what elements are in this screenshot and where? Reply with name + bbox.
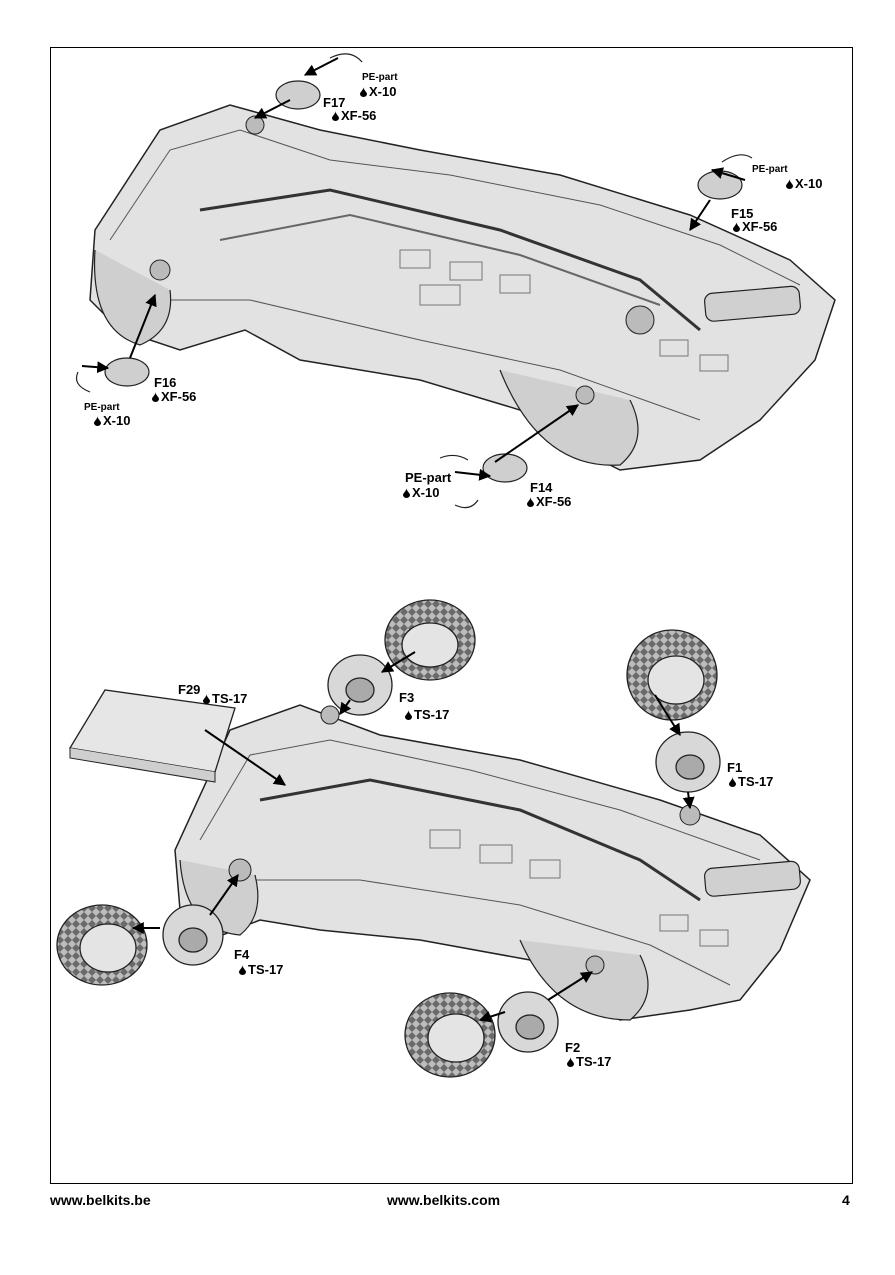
paint-drop-icon: [332, 111, 339, 121]
paint-drop-icon: [729, 777, 736, 787]
paint-drop-icon: [405, 710, 412, 720]
f15-part-label: F15: [731, 206, 754, 221]
paint-drop-icon: [567, 1057, 574, 1067]
f16-pe-label: PE-part: [84, 402, 120, 413]
skid-plate-edge: [69, 748, 216, 783]
f14-pe-paint: X-10: [403, 485, 439, 500]
f1-paint: TS-17: [729, 774, 773, 789]
f4-paint: TS-17: [239, 962, 283, 977]
paint-drop-icon: [239, 965, 246, 975]
f14-pe-label: PE-part: [405, 470, 452, 485]
footer-link-belkits-com[interactable]: www.belkits.com: [387, 1192, 501, 1208]
f14-paint: XF-56: [527, 494, 571, 509]
bottom-chassis: [174, 704, 811, 1021]
f15-pe-paint: X-10: [786, 176, 822, 191]
f17-part-label: F17: [323, 95, 346, 110]
paint-drop-icon: [94, 416, 101, 426]
f16-part-label: F16: [154, 375, 177, 390]
wheels: [56, 599, 721, 1078]
paint-drop-icon: [203, 694, 210, 704]
f2-paint: TS-17: [567, 1054, 611, 1069]
f17-pe-label: PE-part: [362, 72, 398, 83]
f14-part-label: F14: [530, 480, 553, 495]
f16-paint: XF-56: [152, 389, 196, 404]
paint-drop-icon: [152, 392, 159, 402]
f15-pe-label: PE-part: [752, 164, 788, 175]
bottom-arrows: [131, 651, 695, 1023]
f3-paint: TS-17: [405, 707, 449, 722]
f17-pe-paint: X-10: [360, 84, 396, 99]
paint-drop-icon: [733, 222, 740, 232]
paint-drop-icon: [786, 179, 793, 189]
paint-drop-icon: [527, 497, 534, 507]
f29-part-label: F29: [178, 682, 201, 697]
paint-drop-icon: [360, 87, 367, 97]
f1-part-label: F1: [727, 760, 743, 775]
f17-paint: XF-56: [332, 108, 376, 123]
f29-paint: TS-17: [203, 691, 247, 706]
page-number: 4: [842, 1192, 850, 1208]
instruction-frame: [50, 47, 853, 1184]
paint-drop-icon: [403, 488, 410, 498]
skid-plate: [68, 689, 236, 773]
f4-part-label: F4: [234, 947, 250, 962]
f2-part-label: F2: [565, 1040, 581, 1055]
f15-paint: XF-56: [733, 219, 777, 234]
top-arrows: [81, 57, 746, 481]
top-chassis: [89, 104, 836, 471]
footer-link-belkits-be[interactable]: www.belkits.be: [50, 1192, 151, 1208]
f16-pe-paint: X-10: [94, 413, 130, 428]
f3-part-label: F3: [399, 690, 415, 705]
